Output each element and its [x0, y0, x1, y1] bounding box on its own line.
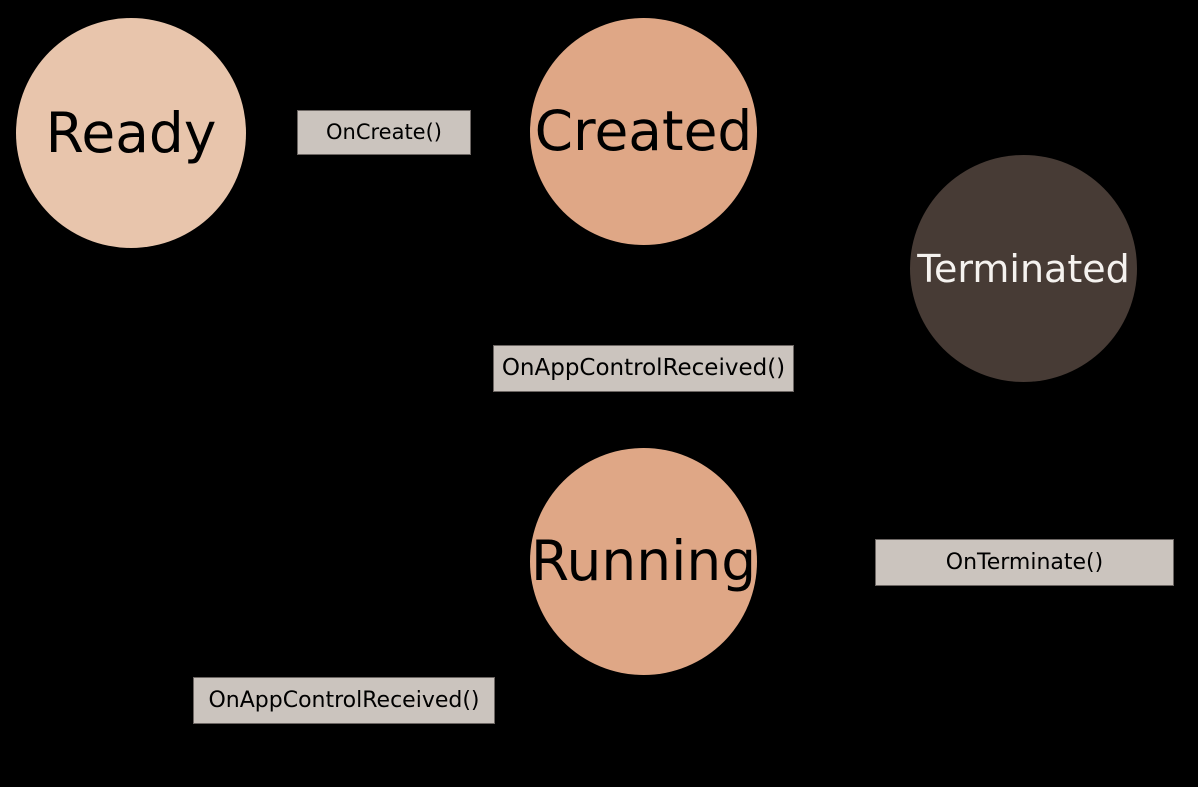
state-node-running-label: Running [530, 529, 757, 593]
edge-label-oncreate-text: OnCreate() [325, 120, 442, 144]
edge-label-onappcontrolreceived-created-text: OnAppControlReceived() [501, 355, 786, 381]
edge-label-onappcontrolreceived-running[interactable]: OnAppControlReceived() [193, 677, 495, 724]
state-node-ready-label: Ready [45, 100, 217, 165]
state-node-created[interactable]: Created [530, 18, 757, 245]
state-node-terminated-label: Terminated [917, 246, 1130, 291]
edge-label-onappcontrolreceived-created[interactable]: OnAppControlReceived() [493, 345, 794, 392]
edge-label-onappcontrolreceived-running-text: OnAppControlReceived() [208, 687, 480, 713]
edge-label-onterminate-text: OnTerminate() [945, 549, 1104, 575]
state-node-ready[interactable]: Ready [16, 18, 246, 248]
edge-label-onterminate[interactable]: OnTerminate() [875, 539, 1174, 586]
state-node-created-label: Created [534, 99, 753, 163]
state-node-running[interactable]: Running [530, 448, 757, 675]
edge-label-oncreate[interactable]: OnCreate() [297, 110, 471, 155]
state-node-terminated[interactable]: Terminated [910, 155, 1137, 382]
